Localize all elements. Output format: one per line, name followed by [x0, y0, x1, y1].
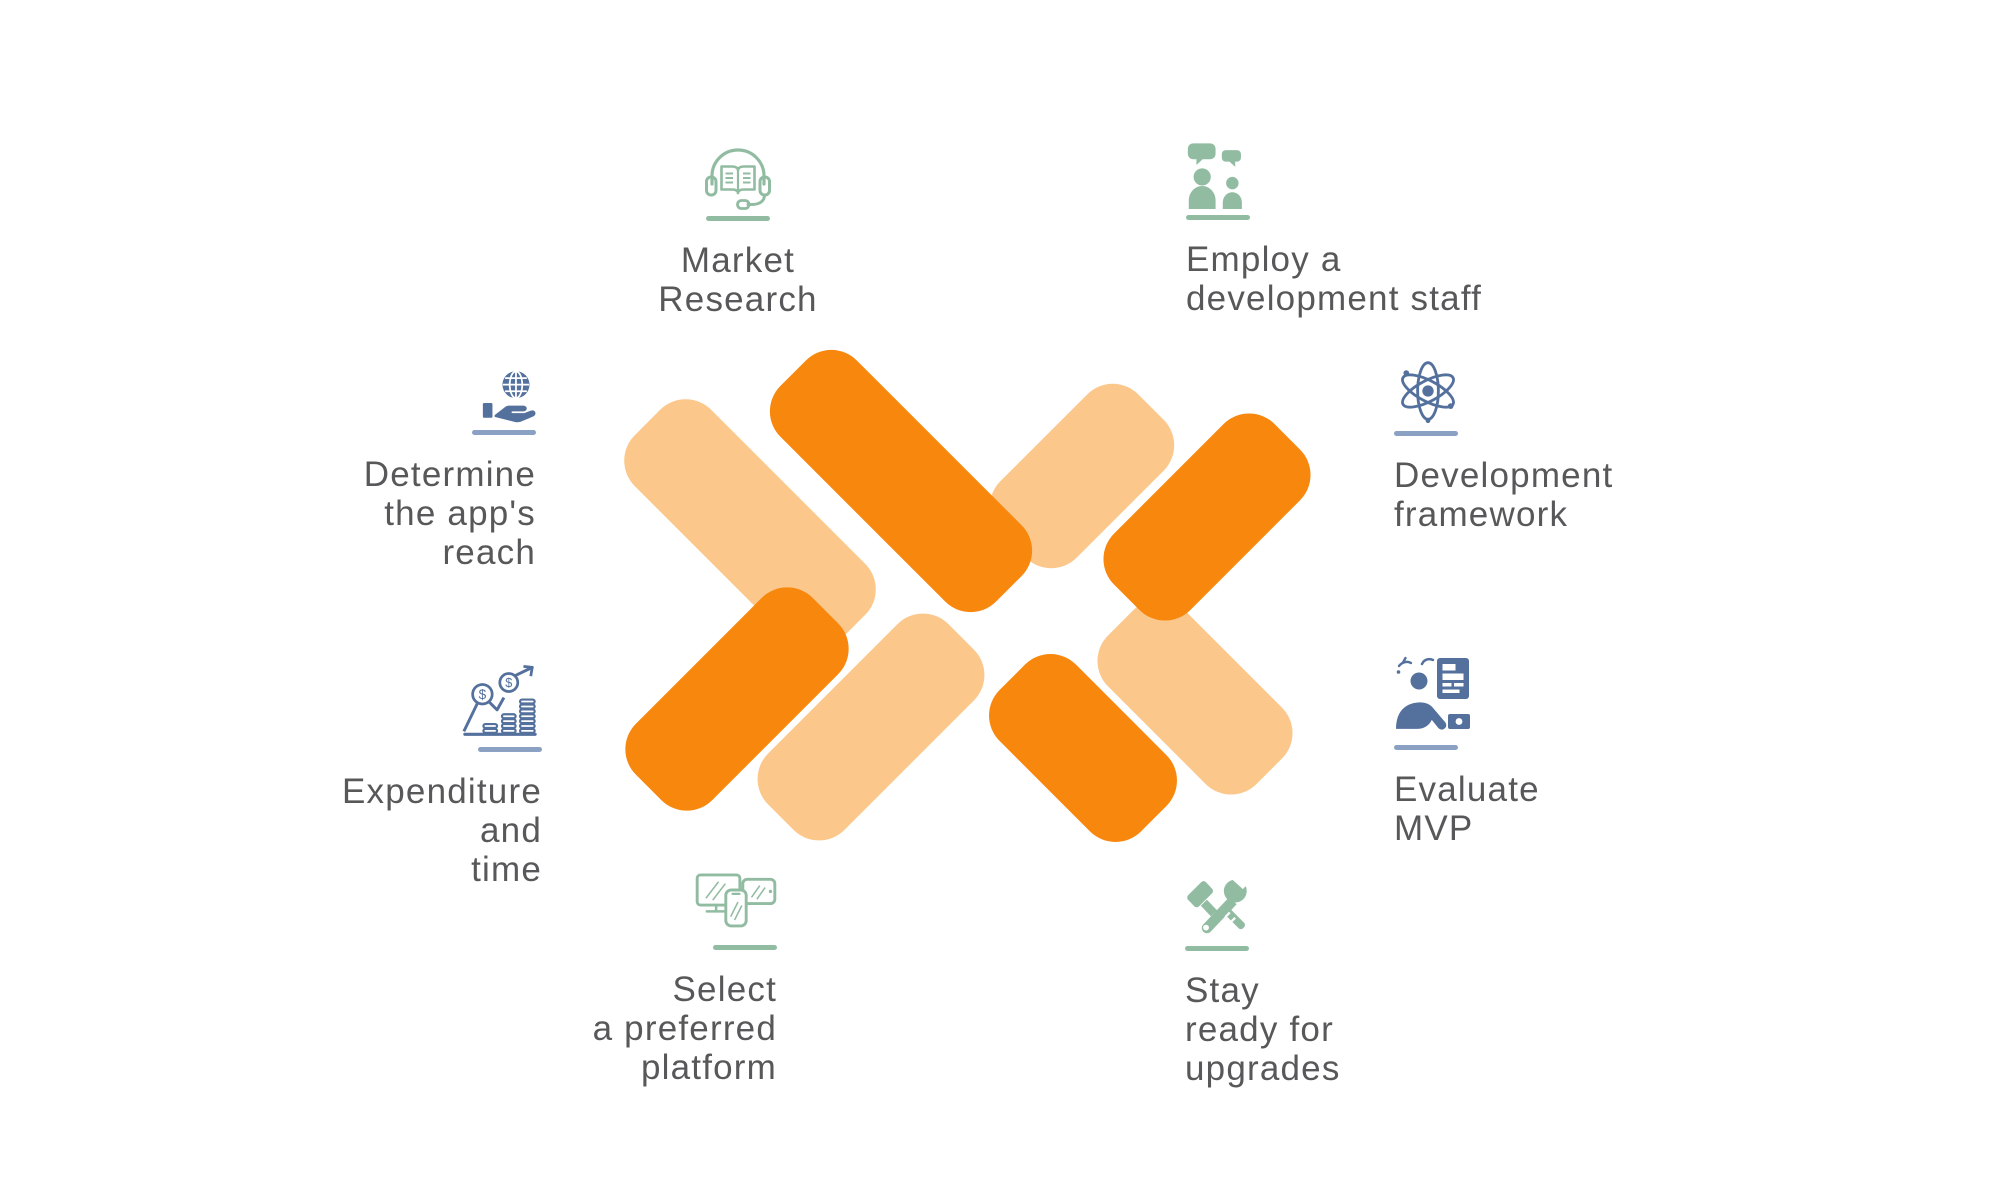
item-select-platform: Select a preferred platform	[517, 873, 777, 1087]
accent-underline	[713, 945, 777, 950]
accent-underline	[472, 430, 536, 435]
logo-bar-dark	[1103, 413, 1311, 621]
svg-text:$: $	[479, 687, 487, 702]
item-label: Employ a development staff	[1186, 240, 1483, 318]
accent-underline	[478, 747, 542, 752]
logo-bar-dark	[989, 654, 1177, 842]
item-market-research: Market Research	[588, 146, 888, 319]
item-employ-staff: Employ a development staff	[1186, 142, 1546, 318]
accent-underline	[1394, 431, 1458, 436]
accent-underline	[1185, 946, 1249, 951]
item-evaluate-mvp: Evaluate MVP	[1394, 655, 1694, 848]
item-label: Determine the app's reach	[363, 455, 536, 572]
logo-bar-light	[989, 383, 1175, 569]
devices-icon	[695, 873, 777, 928]
accent-underline	[1394, 745, 1458, 750]
accent-underline	[706, 216, 770, 221]
logo-bar-light	[624, 399, 876, 651]
headset-book-icon	[705, 148, 771, 210]
logo-bar-dark	[769, 349, 1033, 613]
item-expenditure-time: $ $ Expenditure and time	[282, 663, 542, 889]
globe-hand-icon	[482, 370, 536, 423]
item-label: Stay ready for upgrades	[1185, 971, 1341, 1088]
logo-bar-dark	[625, 587, 849, 811]
logo-bar-light	[1097, 599, 1293, 795]
cost-growth-icon: $ $	[462, 665, 537, 736]
analysis-desk-icon	[1396, 656, 1470, 730]
logo-bar-light	[757, 613, 985, 841]
item-label: Evaluate MVP	[1394, 770, 1540, 848]
team-discussion-icon	[1187, 143, 1242, 209]
svg-text:$: $	[505, 676, 512, 690]
item-label: Expenditure and time	[342, 772, 542, 889]
item-label: Select a preferred platform	[592, 970, 777, 1087]
tools-icon	[1187, 877, 1249, 934]
item-determine-reach: Determine the app's reach	[276, 368, 536, 572]
item-label: Development framework	[1394, 456, 1614, 534]
accent-underline	[1186, 215, 1250, 220]
item-stay-ready-upgrades: Stay ready for upgrades	[1185, 877, 1485, 1088]
atom-icon	[1401, 361, 1455, 424]
item-development-framework: Development framework	[1394, 356, 1694, 534]
item-label: Market Research	[658, 241, 818, 319]
